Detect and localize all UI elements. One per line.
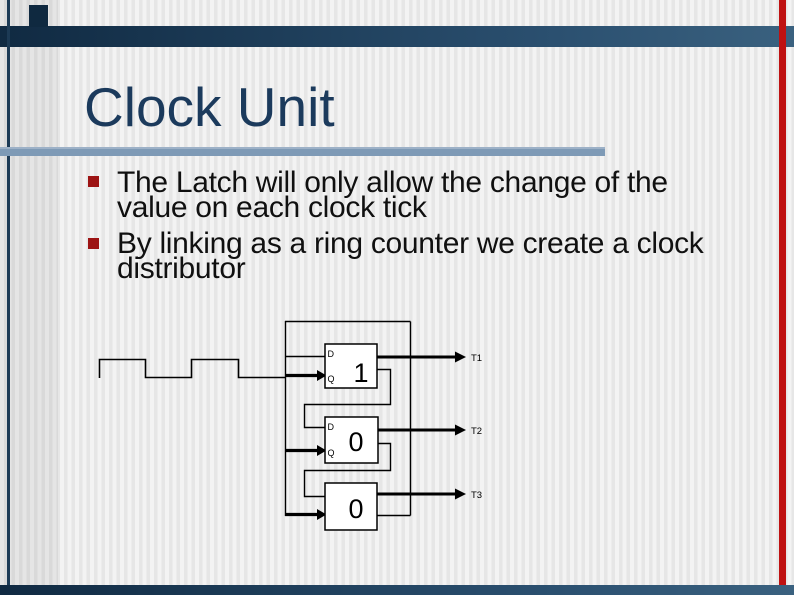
bullet-marker — [88, 176, 99, 187]
feedback-loop-1 — [303, 368, 392, 429]
d-input-label-2: D — [328, 422, 335, 432]
clock-input-arrow-2 — [285, 445, 327, 456]
d-input-label-1: D — [328, 349, 335, 359]
output-label-t2: T2 — [471, 426, 482, 437]
bullet-line: distributor — [117, 252, 246, 285]
right-accent-stripe — [779, 0, 786, 595]
left-accent-line — [7, 0, 10, 595]
output-arrow-t2 — [378, 424, 466, 436]
top-nav-bar — [0, 26, 794, 47]
bullet-marker — [88, 238, 99, 249]
output-arrow-t3 — [377, 488, 466, 500]
clock-input-arrow-1 — [285, 370, 327, 381]
clock-waveform — [98, 358, 286, 379]
bullet-line: The Latch will only allow the change of … — [117, 166, 668, 199]
output-arrow-t1 — [377, 351, 466, 363]
bullet-line: value on each clock tick — [117, 191, 427, 224]
slide-title: Clock Unit — [84, 76, 335, 138]
output-label-t3: T3 — [471, 490, 482, 501]
title-underline — [0, 147, 605, 156]
top-bar-tab — [29, 5, 48, 27]
latch-value-3: 0 — [348, 494, 363, 524]
bullet-item: By linking as a ring counter we create a… — [117, 227, 767, 285]
q-input-label-2: Q — [328, 448, 335, 458]
latch-value-2: 0 — [348, 427, 363, 457]
latch-value-1: 1 — [353, 358, 368, 388]
ring-feedback-frame — [285, 320, 412, 517]
bullet-item: The Latch will only allow the change of … — [117, 166, 767, 224]
latch-box-2 — [324, 416, 379, 464]
bottom-bar — [0, 585, 794, 595]
feedback-loop-2 — [303, 442, 392, 498]
bullet-line: By linking as a ring counter we create a… — [117, 227, 704, 260]
clock-input-arrow-3 — [285, 509, 327, 520]
output-label-t1: T1 — [471, 353, 482, 364]
q-input-label-1: Q — [328, 374, 335, 384]
latch-box-1 — [324, 343, 378, 389]
latch-box-3 — [324, 482, 378, 531]
